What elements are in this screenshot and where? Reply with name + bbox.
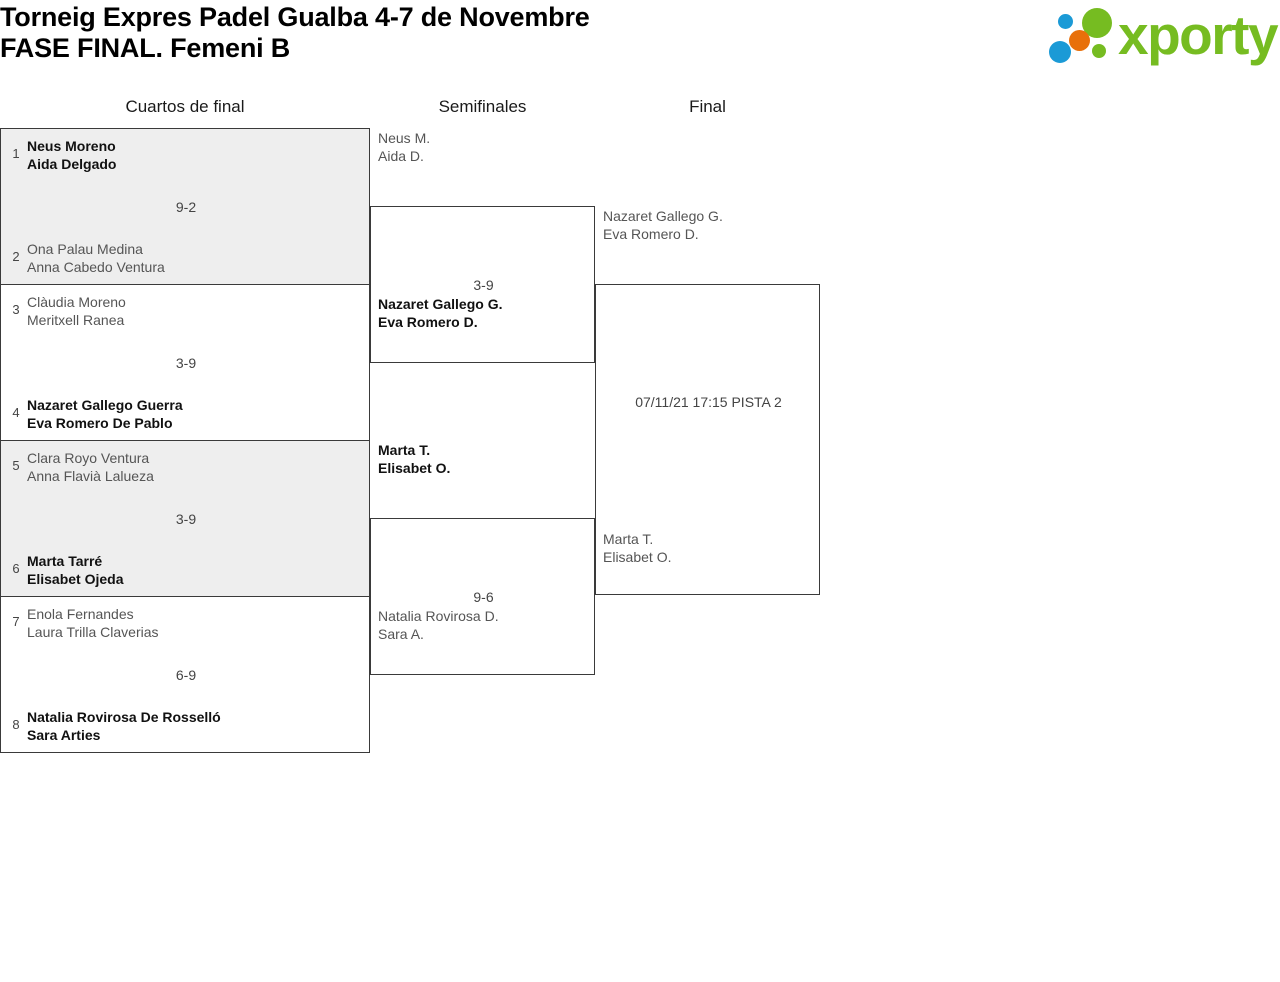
tournament-title-line-1: Torneig Expres Padel Gualba 4-7 de Novem… <box>0 2 590 32</box>
player-name-1: Ona Palau Medina <box>27 241 143 257</box>
player-name-2: Elisabet O. <box>378 460 451 476</box>
player-name-1: Nazaret Gallego G. <box>378 296 503 312</box>
team-slot-bottom[interactable]: Marta Tarré Elisabet Ojeda <box>27 552 123 588</box>
player-name-2: Sara Arties <box>27 727 101 743</box>
player-name-2: Sara A. <box>378 626 424 642</box>
logo-dot-blue-small <box>1058 14 1073 29</box>
team-slot-bottom[interactable]: Nazaret Gallego G. Eva Romero D. <box>378 295 502 331</box>
match-quarterfinal-4[interactable]: 7 Enola Fernandes Laura Trilla Claverias… <box>0 596 370 753</box>
player-name-1: Marta T. <box>603 531 654 547</box>
player-name-2: Aida D. <box>378 148 424 164</box>
match-score: 3-9 <box>175 511 197 527</box>
team-slot-top[interactable]: Marta T. Elisabet O. <box>378 441 450 477</box>
player-name-2: Laura Trilla Claverias <box>27 624 159 640</box>
team-slot-bottom[interactable]: Marta T. Elisabet O. <box>603 530 671 566</box>
xporty-logo[interactable]: xporty <box>1048 4 1279 68</box>
player-name-1: Nazaret Gallego Guerra <box>27 397 183 413</box>
match-quarterfinal-2[interactable]: 3 Clàudia Moreno Meritxell Ranea 3-9 4 N… <box>0 284 370 441</box>
match-score: 3-9 <box>175 355 197 371</box>
logo-dots-icon <box>1048 6 1126 66</box>
team-slot-top[interactable]: Clara Royo Ventura Anna Flavià Lalueza <box>27 449 154 485</box>
team-slot-top[interactable]: Neus M. Aida D. <box>378 129 430 165</box>
logo-dot-orange <box>1069 30 1090 51</box>
player-name-2: Eva Romero D. <box>603 226 699 242</box>
match-semifinal-1[interactable]: Neus M. Aida D. 3-9 Nazaret Gallego G. E… <box>370 130 595 363</box>
seed-number: 4 <box>12 405 20 420</box>
logo-dot-green-small <box>1092 44 1106 58</box>
player-name-1: Marta T. <box>378 442 431 458</box>
column-header-semifinals: Semifinales <box>438 97 527 116</box>
player-name-2: Anna Cabedo Ventura <box>27 259 165 275</box>
team-slot-top[interactable]: Nazaret Gallego G. Eva Romero D. <box>603 207 723 243</box>
match-quarterfinal-1[interactable]: 1 Neus Moreno Aida Delgado 9-2 2 Ona Pal… <box>0 128 370 285</box>
seed-number: 5 <box>12 458 20 473</box>
match-score: 6-9 <box>175 667 197 683</box>
match-quarterfinal-3[interactable]: 5 Clara Royo Ventura Anna Flavià Lalueza… <box>0 440 370 597</box>
match-final[interactable]: Nazaret Gallego G. Eva Romero D. 07/11/2… <box>595 208 820 595</box>
match-score: 9-6 <box>473 589 494 605</box>
page-title: Torneig Expres Padel Gualba 4-7 de Novem… <box>0 2 1000 64</box>
player-name-1: Neus Moreno <box>27 138 116 154</box>
player-name-2: Meritxell Ranea <box>27 312 125 328</box>
player-name-1: Natalia Rovirosa D. <box>378 608 499 624</box>
match-schedule: 07/11/21 17:15 PISTA 2 <box>635 394 782 410</box>
player-name-2: Eva Romero De Pablo <box>27 415 173 431</box>
seed-number: 2 <box>12 249 20 264</box>
page-header: Torneig Expres Padel Gualba 4-7 de Novem… <box>0 0 1280 90</box>
seed-number: 6 <box>12 561 20 576</box>
seed-number: 7 <box>12 614 20 629</box>
player-name-1: Enola Fernandes <box>27 606 134 622</box>
player-name-2: Elisabet O. <box>603 549 672 565</box>
seed-number: 3 <box>12 302 20 317</box>
player-name-2: Eva Romero D. <box>378 314 478 330</box>
seed-number: 8 <box>12 717 20 732</box>
team-slot-bottom[interactable]: Natalia Rovirosa D. Sara A. <box>378 607 499 643</box>
match-semifinal-2[interactable]: Marta T. Elisabet O. 9-6 Natalia Roviros… <box>370 442 595 675</box>
team-slot-bottom[interactable]: Ona Palau Medina Anna Cabedo Ventura <box>27 240 165 276</box>
tournament-title-line-2: FASE FINAL. Femeni B <box>0 33 291 63</box>
team-slot-bottom[interactable]: Natalia Rovirosa De Rosselló Sara Arties <box>27 708 221 744</box>
match-score: 9-2 <box>175 199 197 215</box>
column-header-final: Final <box>689 97 726 116</box>
player-name-2: Aida Delgado <box>27 156 117 172</box>
player-name-1: Natalia Rovirosa De Rosselló <box>27 709 221 725</box>
player-name-1: Neus M. <box>378 130 431 146</box>
team-slot-bottom[interactable]: Nazaret Gallego Guerra Eva Romero De Pab… <box>27 396 183 432</box>
player-name-1: Clara Royo Ventura <box>27 450 150 466</box>
player-name-1: Nazaret Gallego G. <box>603 208 723 224</box>
logo-wordmark: xporty <box>1118 4 1279 66</box>
team-slot-top[interactable]: Enola Fernandes Laura Trilla Claverias <box>27 605 159 641</box>
player-name-1: Marta Tarré <box>27 553 103 569</box>
player-name-2: Elisabet Ojeda <box>27 571 124 587</box>
match-score: 3-9 <box>473 277 494 293</box>
column-header-quarterfinals: Cuartos de final <box>125 97 245 116</box>
team-slot-top[interactable]: Clàudia Moreno Meritxell Ranea <box>27 293 126 329</box>
team-slot-top[interactable]: Neus Moreno Aida Delgado <box>27 137 116 173</box>
logo-dot-blue-large <box>1049 41 1071 63</box>
player-name-2: Anna Flavià Lalueza <box>27 468 154 484</box>
seed-number: 1 <box>12 146 20 161</box>
player-name-1: Clàudia Moreno <box>27 294 126 310</box>
